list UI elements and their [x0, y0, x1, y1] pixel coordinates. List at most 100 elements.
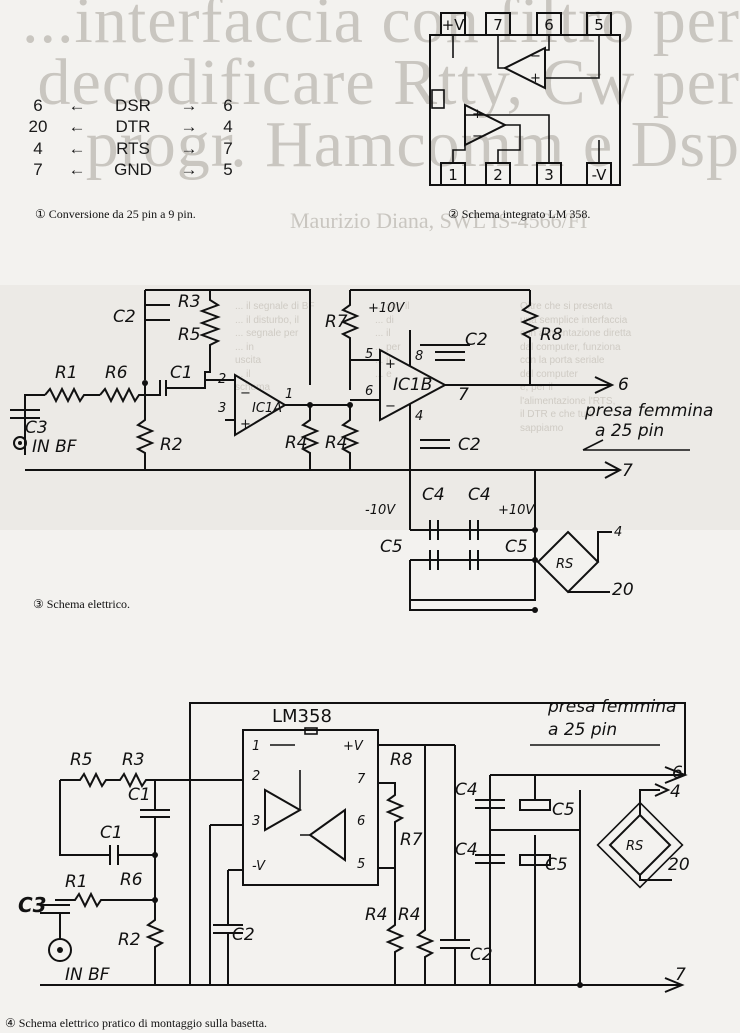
svg-text:C2: C2 [232, 925, 255, 945]
ic-pin-label: -V [592, 166, 608, 184]
resistor-symbol [135, 383, 155, 470]
svg-text:a 25 pin: a 25 pin [548, 720, 617, 740]
capacitor-symbol [429, 550, 479, 570]
svg-text:LM358: LM358 [272, 706, 332, 727]
resistor-symbol [378, 867, 405, 985]
svg-text:+V: +V [343, 739, 364, 754]
schematic: C2 R3 R5 R1 R6 C1 R2 C3 IN BF − + IC1A 2… [10, 289, 713, 613]
svg-text:-V: -V [252, 859, 266, 874]
svg-text:4: 4 [415, 409, 423, 424]
svg-text:−: − [385, 399, 396, 414]
svg-text:a 25 pin: a 25 pin [595, 421, 664, 441]
ic-pin-label: 2 [493, 166, 503, 184]
svg-text:C2: C2 [465, 330, 488, 350]
ic-pin-label: 7 [493, 16, 503, 34]
svg-text:R1: R1 [55, 363, 78, 383]
svg-text:C3: C3 [18, 893, 47, 917]
svg-text:-10V: -10V [365, 503, 396, 518]
svg-text:IN BF: IN BF [32, 437, 77, 457]
svg-text:7: 7 [622, 461, 633, 481]
svg-text:1: 1 [252, 739, 260, 754]
svg-text:C4: C4 [422, 485, 445, 505]
ic-pinout: +V 7 6 5 1 2 3 -V − + + − [429, 12, 621, 186]
svg-text:C1: C1 [100, 823, 123, 843]
resistor-symbol [55, 891, 155, 909]
resistor-symbol [340, 290, 360, 390]
svg-text:R5: R5 [70, 750, 93, 770]
background-column-mid-1: ... il segnale di BF ... il disturbo, il… [235, 301, 315, 393]
capacitor-symbol [40, 904, 70, 914]
svg-text:5: 5 [357, 857, 365, 872]
svg-text:C2: C2 [470, 945, 493, 965]
svg-text:R6: R6 [105, 363, 128, 383]
svg-text:C4: C4 [455, 840, 478, 860]
svg-text:C5: C5 [380, 537, 403, 557]
caption-fig2: ② Schema integrato LM 358. [448, 207, 591, 221]
capacitor-symbol [95, 845, 155, 865]
svg-text:2: 2 [252, 769, 260, 784]
svg-text:IC1B: IC1B [393, 375, 432, 395]
svg-text:R3: R3 [122, 750, 145, 770]
svg-text:presa femmina: presa femmina [547, 697, 676, 717]
resistor-symbol [340, 405, 360, 470]
opamp-symbol [502, 46, 546, 90]
svg-text:R4: R4 [365, 905, 388, 925]
ic-notch [431, 89, 445, 109]
svg-text:7: 7 [357, 772, 366, 787]
pin-row: 20 ← DTR → 4 [28, 117, 233, 137]
resistor-symbol [44, 386, 100, 404]
svg-text:C1: C1 [128, 785, 151, 805]
resistor-symbol [520, 290, 540, 385]
svg-text:1: 1 [285, 387, 293, 402]
pin-row: 7 ← GND → 5 [33, 160, 233, 180]
capacitor-symbol [519, 854, 551, 866]
resistor-symbol [378, 744, 455, 870]
svg-text:3: 3 [252, 814, 260, 829]
svg-text:R8: R8 [390, 750, 413, 770]
svg-text:R2: R2 [118, 930, 141, 950]
svg-text:−: − [240, 386, 251, 401]
svg-text:presa femmina: presa femmina [584, 401, 713, 421]
svg-text:R4: R4 [325, 433, 348, 453]
ic-pin-label: 1 [448, 166, 458, 184]
caption-fig3: ③ Schema elettrico. [33, 597, 131, 611]
capacitor-symbol [435, 351, 465, 361]
caption-fig1: ① Conversione da 25 pin a 9 pin. [35, 207, 196, 221]
capacitor-symbol [519, 799, 551, 811]
background-author: Maurizio Diana, SWL IS-4566/FI [290, 208, 588, 233]
svg-text:4: 4 [614, 525, 622, 540]
ic-pin-label: +V [442, 16, 466, 34]
resistor-symbol [145, 900, 165, 985]
svg-text:C2: C2 [113, 307, 136, 327]
background-title: ...interfaccia con filtro per decodifica… [22, 0, 740, 181]
ic-body [429, 34, 621, 186]
svg-text:R2: R2 [160, 435, 183, 455]
resistor-symbol [199, 290, 221, 380]
capacitor-symbol [475, 799, 505, 864]
svg-text:RS: RS [626, 839, 643, 854]
svg-text:20: 20 [668, 855, 690, 875]
svg-text:C2: C2 [458, 435, 481, 455]
svg-text:R3: R3 [178, 292, 201, 312]
svg-text:+: + [385, 357, 396, 372]
ic-pin-label: 3 [544, 166, 554, 184]
caption-fig4: ④ Schema elettrico pratico di montaggio … [5, 1016, 268, 1030]
svg-text:IN BF: IN BF [65, 965, 110, 985]
svg-text:R8: R8 [540, 325, 563, 345]
capacitor-symbol [429, 520, 479, 540]
opamp-symbol [308, 808, 346, 862]
svg-text:C4: C4 [455, 780, 478, 800]
opamp-symbol [379, 348, 448, 422]
opamp-symbol [264, 788, 303, 832]
capacitor-symbol [213, 870, 243, 985]
svg-text:+: + [530, 71, 541, 86]
resistor-symbol [99, 386, 160, 404]
svg-text:R4: R4 [285, 433, 308, 453]
svg-text:RS: RS [556, 557, 573, 572]
pin-row: 4 ← RTS → 7 [33, 138, 233, 158]
svg-text:8: 8 [415, 349, 423, 364]
resistor-symbol [300, 405, 320, 470]
svg-text:R5: R5 [178, 325, 201, 345]
svg-text:6: 6 [672, 763, 683, 783]
